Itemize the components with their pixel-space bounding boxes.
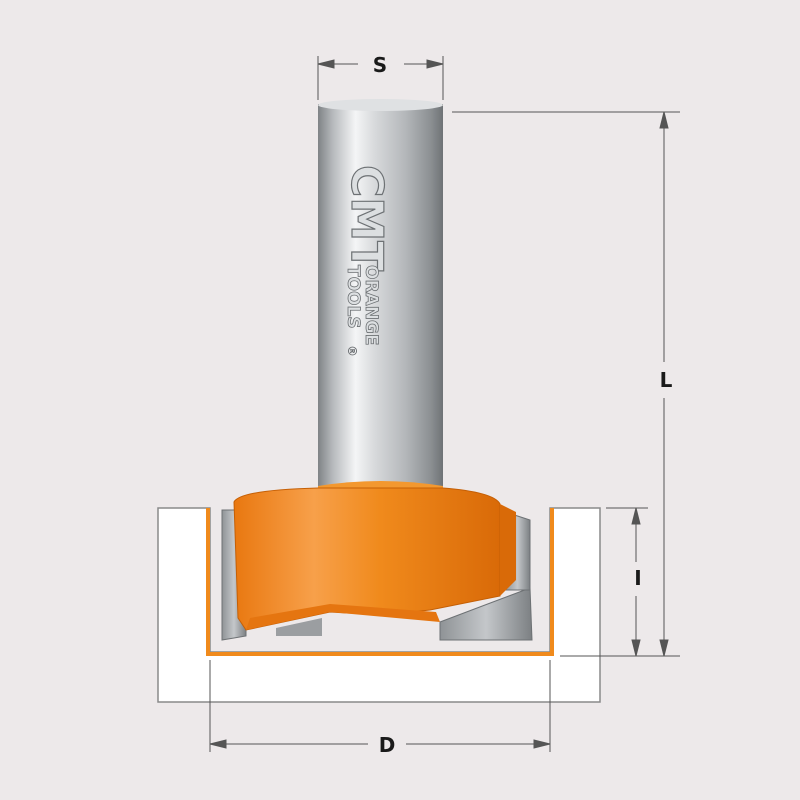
brand-line2: TOOLS xyxy=(343,265,363,329)
dimension-s-label: S xyxy=(373,53,387,77)
dimension-d xyxy=(209,660,551,752)
dimension-l xyxy=(452,111,680,657)
cutter-body xyxy=(233,481,516,631)
groove-outline xyxy=(206,508,554,656)
brand-line1: ORANGE xyxy=(361,265,381,346)
shank: CMT ORANGE TOOLS ® xyxy=(318,99,443,496)
dimension-i-label: I xyxy=(634,566,641,590)
dimension-s xyxy=(317,56,444,100)
brand-registered: ® xyxy=(345,345,359,357)
dimension-l-label: L xyxy=(660,368,673,392)
dimension-d-label: D xyxy=(379,733,396,757)
dimension-i xyxy=(606,507,648,657)
brand-logo: CMT xyxy=(341,165,392,271)
